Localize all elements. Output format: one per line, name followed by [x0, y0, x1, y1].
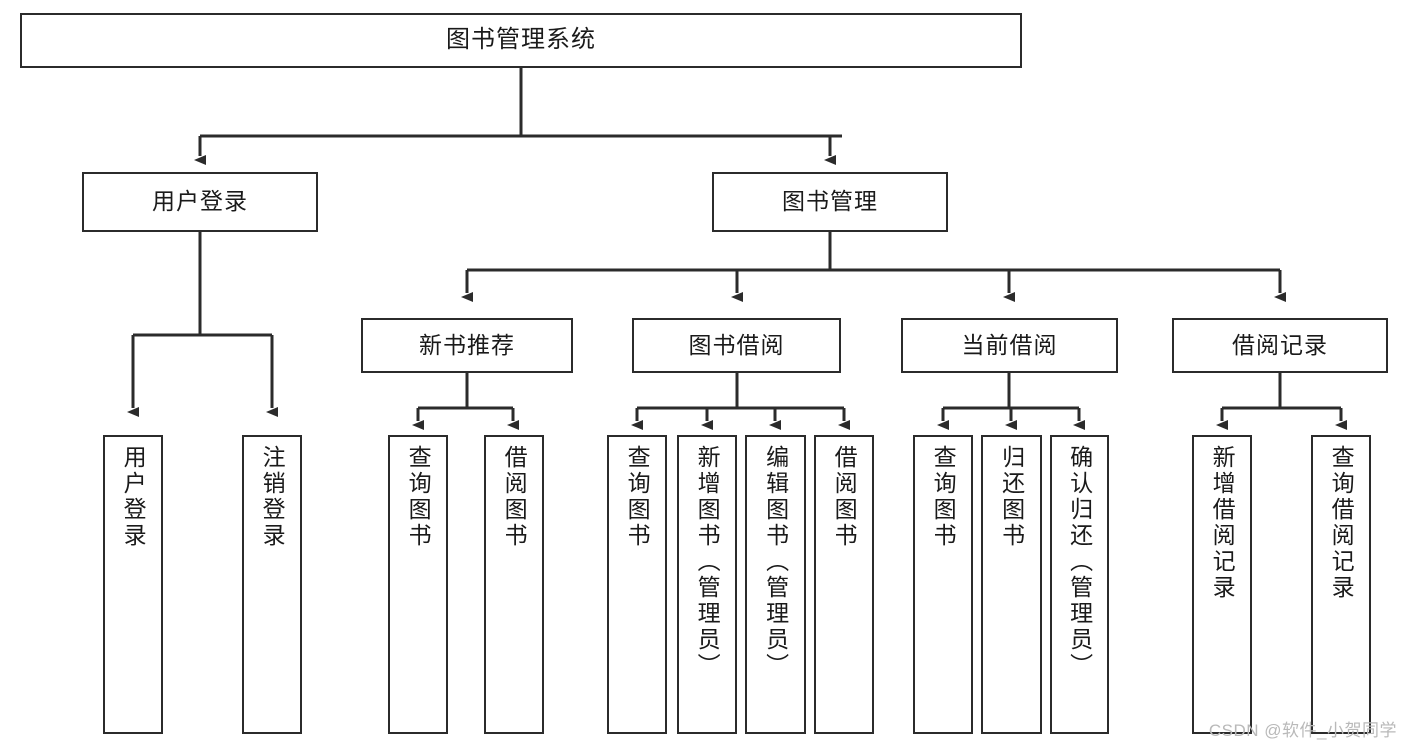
- leaf-return-book[interactable]: 归还图书: [981, 435, 1042, 734]
- node-label: 图书借阅: [688, 331, 785, 358]
- node-label: 注销登录: [259, 445, 286, 549]
- node-label: 查询图书: [624, 445, 651, 549]
- csdn-watermark: CSDN @软件_小贺同学: [1208, 721, 1397, 740]
- node-label: 图书管理系统: [446, 26, 596, 54]
- node-root-system[interactable]: 图书管理系统: [20, 13, 1022, 68]
- node-label: 归还图书: [998, 445, 1025, 549]
- leaf-borrow-book-2[interactable]: 借阅图书: [814, 435, 874, 734]
- leaf-query-book-2[interactable]: 查询图书: [607, 435, 667, 734]
- leaf-user-login[interactable]: 用户登录: [103, 435, 163, 734]
- leaf-logout-login[interactable]: 注销登录: [242, 435, 302, 734]
- leaf-add-record[interactable]: 新增借阅记录: [1192, 435, 1252, 734]
- leaf-borrow-book-1[interactable]: 借阅图书: [484, 435, 544, 734]
- node-label: 确认归还（管理员）: [1066, 445, 1093, 679]
- node-label: 查询图书: [405, 445, 432, 549]
- node-label: 借阅记录: [1232, 331, 1328, 358]
- leaf-query-book-1[interactable]: 查询图书: [388, 435, 448, 734]
- leaf-edit-book[interactable]: 编辑图书（管理员）: [745, 435, 806, 734]
- node-label: 编辑图书（管理员）: [762, 445, 789, 679]
- node-label: 查询借阅记录: [1328, 445, 1355, 601]
- node-book-management[interactable]: 图书管理: [712, 172, 948, 232]
- leaf-query-book-3[interactable]: 查询图书: [913, 435, 973, 734]
- node-label: 新增借阅记录: [1209, 445, 1236, 601]
- node-user-login[interactable]: 用户登录: [82, 172, 318, 232]
- node-label: 用户登录: [120, 445, 147, 549]
- node-label: 图书管理: [782, 188, 878, 215]
- node-label: 查询图书: [930, 445, 957, 549]
- node-book-borrow[interactable]: 图书借阅: [632, 318, 841, 373]
- leaf-confirm-return[interactable]: 确认归还（管理员）: [1050, 435, 1109, 734]
- node-label: 借阅图书: [831, 445, 858, 549]
- node-label: 新增图书（管理员）: [694, 445, 721, 679]
- node-label: 借阅图书: [501, 445, 528, 549]
- node-borrow-record[interactable]: 借阅记录: [1172, 318, 1388, 373]
- node-current-borrow[interactable]: 当前借阅: [901, 318, 1118, 373]
- node-label: 用户登录: [152, 188, 248, 215]
- node-label: 当前借阅: [961, 331, 1058, 358]
- node-label: 新书推荐: [419, 331, 515, 358]
- node-new-book-recommend[interactable]: 新书推荐: [361, 318, 573, 373]
- leaf-query-record[interactable]: 查询借阅记录: [1311, 435, 1371, 734]
- leaf-add-book[interactable]: 新增图书（管理员）: [677, 435, 737, 734]
